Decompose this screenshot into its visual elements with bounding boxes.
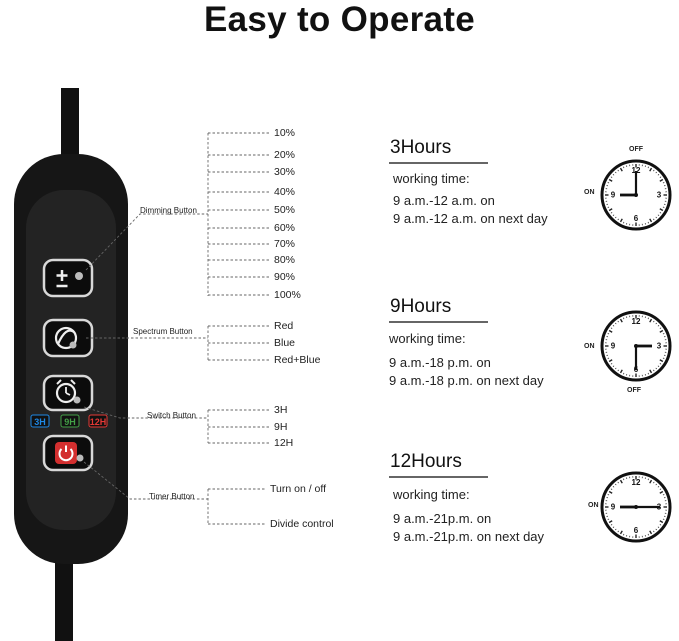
svg-text:9: 9 <box>611 342 616 351</box>
svg-text:6: 6 <box>634 526 639 535</box>
clock-on-label: ON <box>584 343 595 350</box>
clock-icon: 12 3 6 9 <box>600 159 672 231</box>
dimming-button-label: Dimming Button <box>140 206 197 215</box>
indicator-leds: 3H 9H 12H <box>30 414 108 428</box>
indicator-3h: 3H <box>30 414 50 428</box>
controller-face <box>26 190 116 530</box>
spectrum-option: Blue <box>274 337 296 349</box>
schedule-line: 9 a.m.-12 a.m. on next day <box>393 211 548 226</box>
schedule-line: 9 a.m.-18 p.m. on next day <box>389 373 544 388</box>
working-time-label: working time: <box>393 487 470 502</box>
svg-text:9: 9 <box>611 503 616 512</box>
schedule-line: 9 a.m.-12 a.m. on <box>393 193 495 208</box>
switch-button[interactable] <box>42 374 94 412</box>
dimming-option: 40% <box>274 186 296 198</box>
power-icon <box>55 442 77 464</box>
timer-option: Turn on / off <box>270 483 327 495</box>
touch-dot-icon <box>73 396 81 404</box>
working-time-label: working time: <box>389 331 466 346</box>
dimming-option: 30% <box>274 166 296 178</box>
dimming-option: 90% <box>274 271 296 283</box>
spectrum-option: Red+Blue <box>274 354 321 366</box>
timer-option: Divide control <box>270 518 334 530</box>
plus-minus-icon <box>56 270 68 288</box>
touch-dot-icon <box>69 341 77 349</box>
spectrum-icon <box>54 326 78 350</box>
clock-off-label: OFF <box>627 387 641 394</box>
svg-text:6: 6 <box>634 214 639 223</box>
svg-text:3H: 3H <box>34 417 46 427</box>
page-title: Easy to Operate <box>204 0 475 39</box>
touch-dot-icon <box>75 272 83 280</box>
timer-button[interactable] <box>42 434 94 472</box>
dimming-option: 70% <box>274 238 296 250</box>
clock-off-label: OFF <box>629 146 643 153</box>
dimming-button[interactable] <box>42 258 94 298</box>
switch-option: 9H <box>274 421 288 433</box>
spectrum-option: Red <box>274 320 294 332</box>
clock-on-label: ON <box>588 502 599 509</box>
svg-text:12: 12 <box>632 478 641 487</box>
dimming-option: 10% <box>274 127 296 139</box>
leader-switch-button <box>83 406 208 419</box>
timer-heading: 9Hours <box>390 296 452 317</box>
working-time-label: working time: <box>393 171 470 186</box>
switch-option: 12H <box>274 437 294 449</box>
indicator-12h: 12H <box>88 414 108 428</box>
leader-lines <box>83 132 270 525</box>
switch-button-label: Switch Button <box>147 411 196 420</box>
svg-text:9H: 9H <box>64 417 76 427</box>
dimming-option: 50% <box>274 204 296 216</box>
svg-text:3: 3 <box>657 342 662 351</box>
leader-timer-button <box>83 461 208 500</box>
schedule-line: 9 a.m.-21p.m. on next day <box>393 529 545 544</box>
dimming-option: 100% <box>274 289 301 301</box>
spectrum-button-label: Spectrum Button <box>133 327 193 336</box>
dimming-option: 60% <box>274 222 296 234</box>
indicator-9h: 9H <box>60 414 80 428</box>
svg-text:12H: 12H <box>90 417 107 427</box>
dimming-option: 20% <box>274 149 296 161</box>
clock-on-label: ON <box>584 189 595 196</box>
touch-dot-icon <box>76 454 84 462</box>
svg-text:9: 9 <box>611 191 616 200</box>
timer-heading: 12Hours <box>390 451 462 472</box>
schedule-line: 9 a.m.-18 p.m. on <box>389 355 491 370</box>
switch-option: 3H <box>274 404 288 416</box>
timer-button-label: Timer Button <box>149 492 195 501</box>
alarm-clock-icon <box>55 379 77 404</box>
svg-text:12: 12 <box>632 317 641 326</box>
dimming-option: 80% <box>274 254 296 266</box>
schedule-line: 9 a.m.-21p.m. on <box>393 511 492 526</box>
spectrum-button[interactable] <box>42 318 94 358</box>
svg-text:12: 12 <box>632 166 641 175</box>
leader-dimming-button <box>85 213 208 271</box>
svg-text:3: 3 <box>657 191 662 200</box>
timer-heading: 3Hours <box>390 137 452 158</box>
